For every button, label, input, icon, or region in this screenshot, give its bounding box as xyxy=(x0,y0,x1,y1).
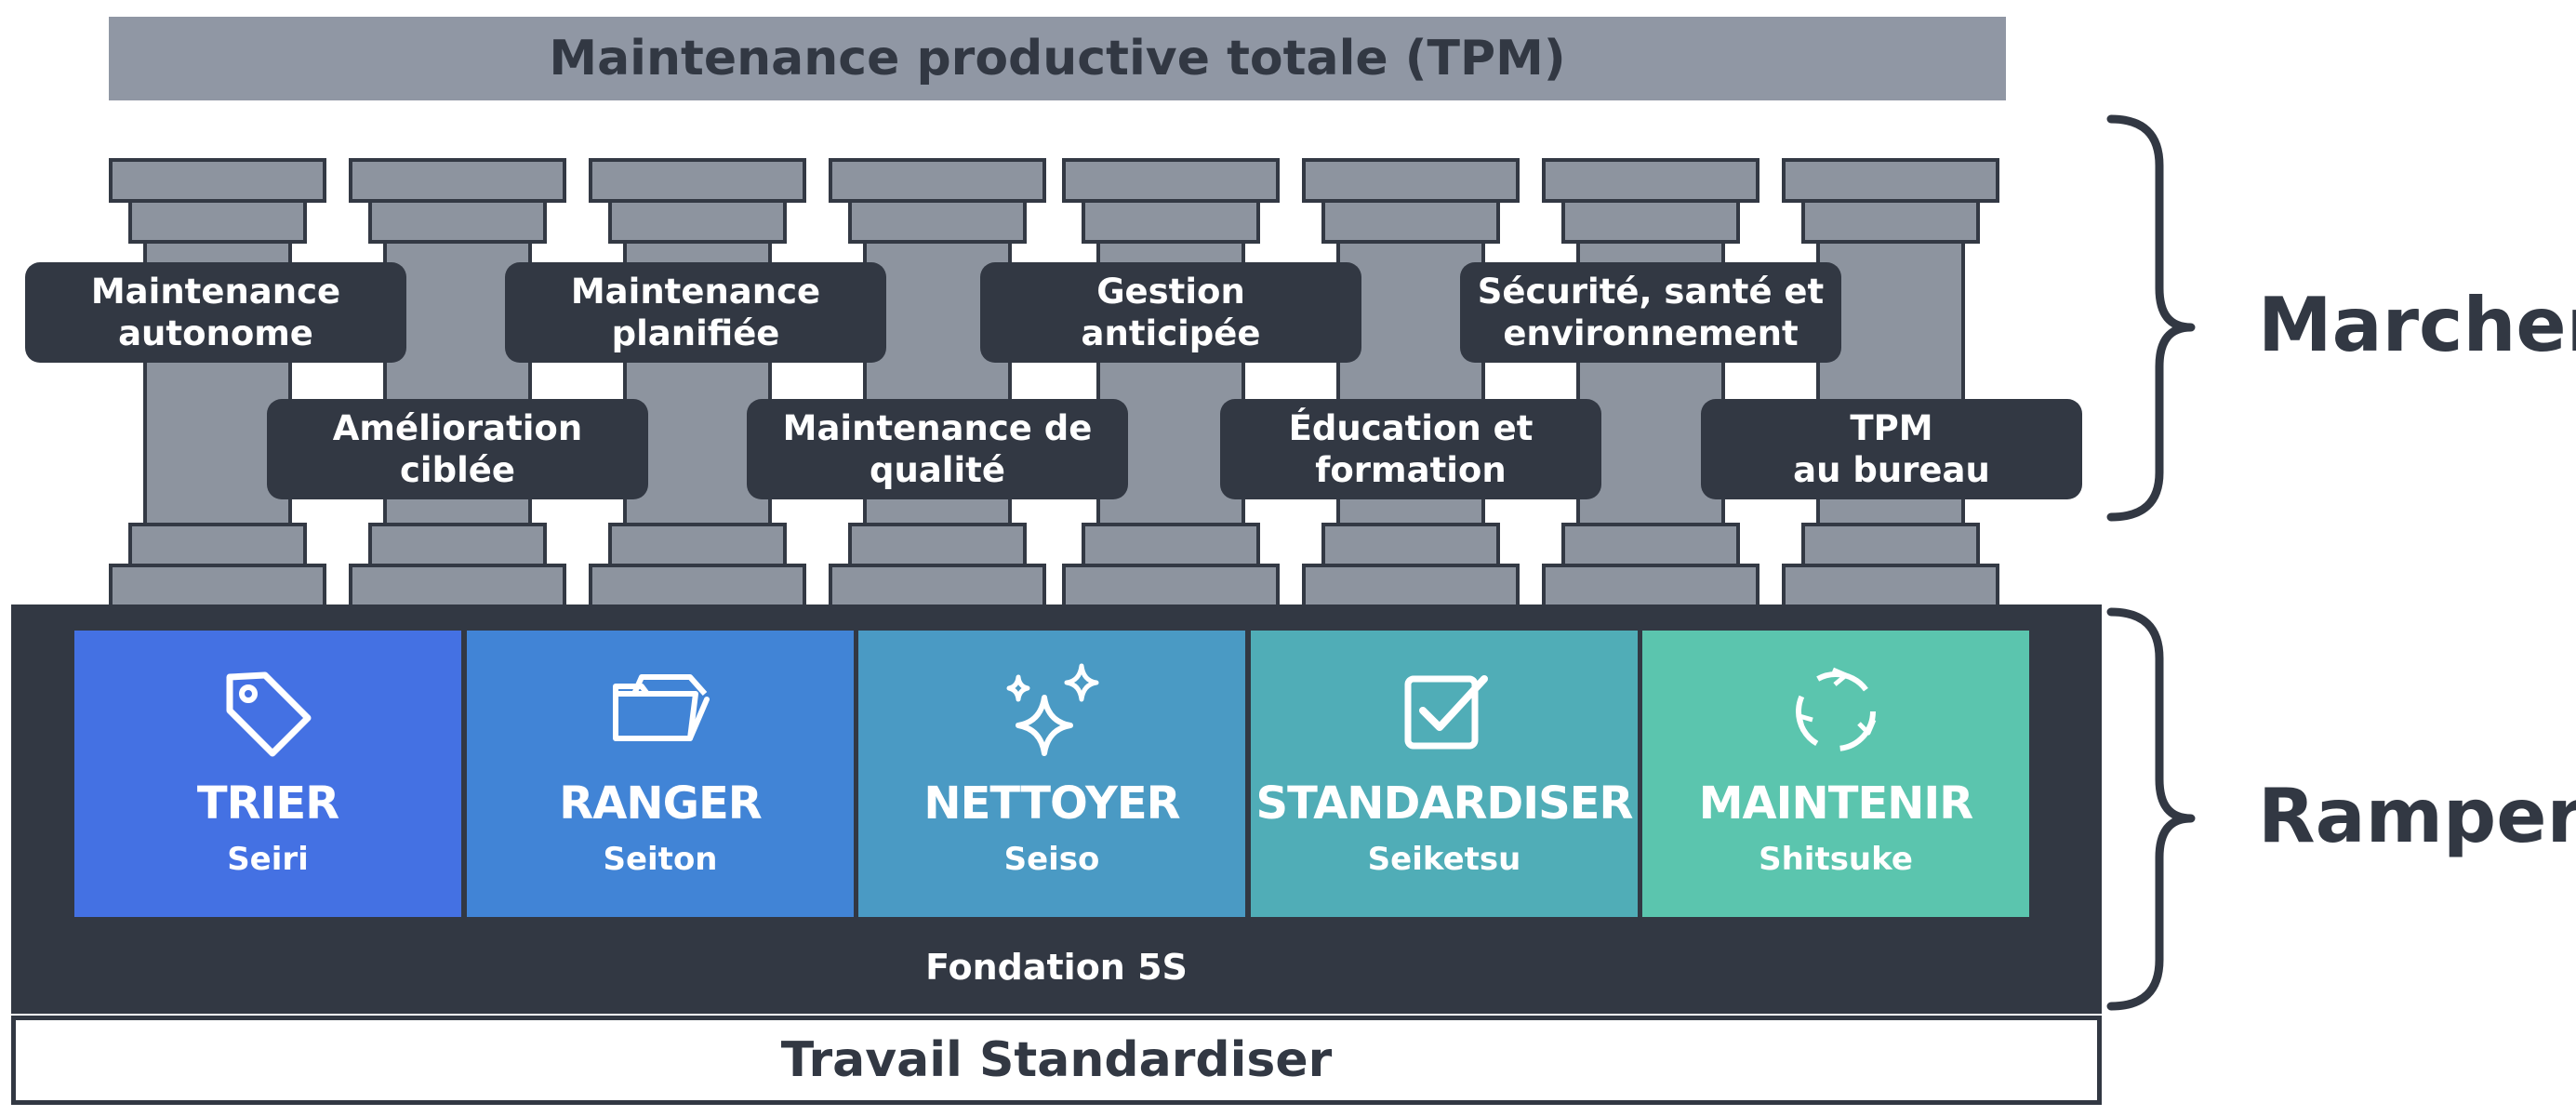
tile-title: NETTOYER xyxy=(923,777,1180,830)
tpm-title-banner: Maintenance productive totale (TPM) xyxy=(109,17,2006,100)
pillar-label-education-formation: Éducation et formation xyxy=(1220,399,1601,499)
stage-label-marcher: Marcher xyxy=(2258,282,2576,368)
brace-top xyxy=(2106,114,2196,522)
tile-title: MAINTENIR xyxy=(1698,777,1973,830)
five-s-tile-nettoyer: NETTOYER Seiso xyxy=(858,631,1245,917)
five-s-tile-trier: TRIER Seiri xyxy=(74,631,461,917)
five-s-tile-maintenir: MAINTENIR Shitsuke xyxy=(1642,631,2029,917)
pillar-label-securite-sante-environnement: Sécurité, santé et environnement xyxy=(1460,262,1841,363)
pillar-label-tpm-bureau: TPM au bureau xyxy=(1701,399,2082,499)
tile-title: STANDARDISER xyxy=(1255,777,1634,830)
pillar-label-gestion-anticipee: Gestion anticipée xyxy=(980,262,1361,363)
tile-subtitle: Seiketsu xyxy=(1367,841,1521,878)
pillar-label-maintenance-autonome: Maintenance autonome xyxy=(25,262,406,363)
tile-subtitle: Seiton xyxy=(603,841,718,878)
tile-subtitle: Shitsuke xyxy=(1759,841,1913,878)
five-s-tile-ranger: RANGER Seiton xyxy=(467,631,854,917)
sparkle-icon xyxy=(858,662,1245,761)
recycle-icon xyxy=(1642,662,2029,761)
five-s-tile-standardiser: STANDARDISER Seiketsu xyxy=(1251,631,1638,917)
tile-subtitle: Seiri xyxy=(227,841,309,878)
folder-icon xyxy=(467,662,854,761)
brace-bottom xyxy=(2106,607,2196,1011)
pillar-label-amelioration-ciblee: Amélioration ciblée xyxy=(267,399,648,499)
foundation-label: Fondation 5S xyxy=(925,947,1188,988)
tile-subtitle: Seiso xyxy=(1003,841,1100,878)
tag-icon xyxy=(74,662,461,761)
pillar-label-maintenance-qualite: Maintenance de qualité xyxy=(747,399,1128,499)
stage-label-ramper: Ramper xyxy=(2258,773,2576,859)
checkbox-icon xyxy=(1251,662,1638,761)
tile-title: RANGER xyxy=(559,777,762,830)
standard-work-band: Travail Standardiser xyxy=(11,1016,2102,1105)
tile-title: TRIER xyxy=(196,777,339,830)
five-s-foundation: TRIER Seiri RANGER Seiton xyxy=(11,604,2102,1014)
pillar-label-maintenance-planifiee: Maintenance planifiée xyxy=(505,262,886,363)
